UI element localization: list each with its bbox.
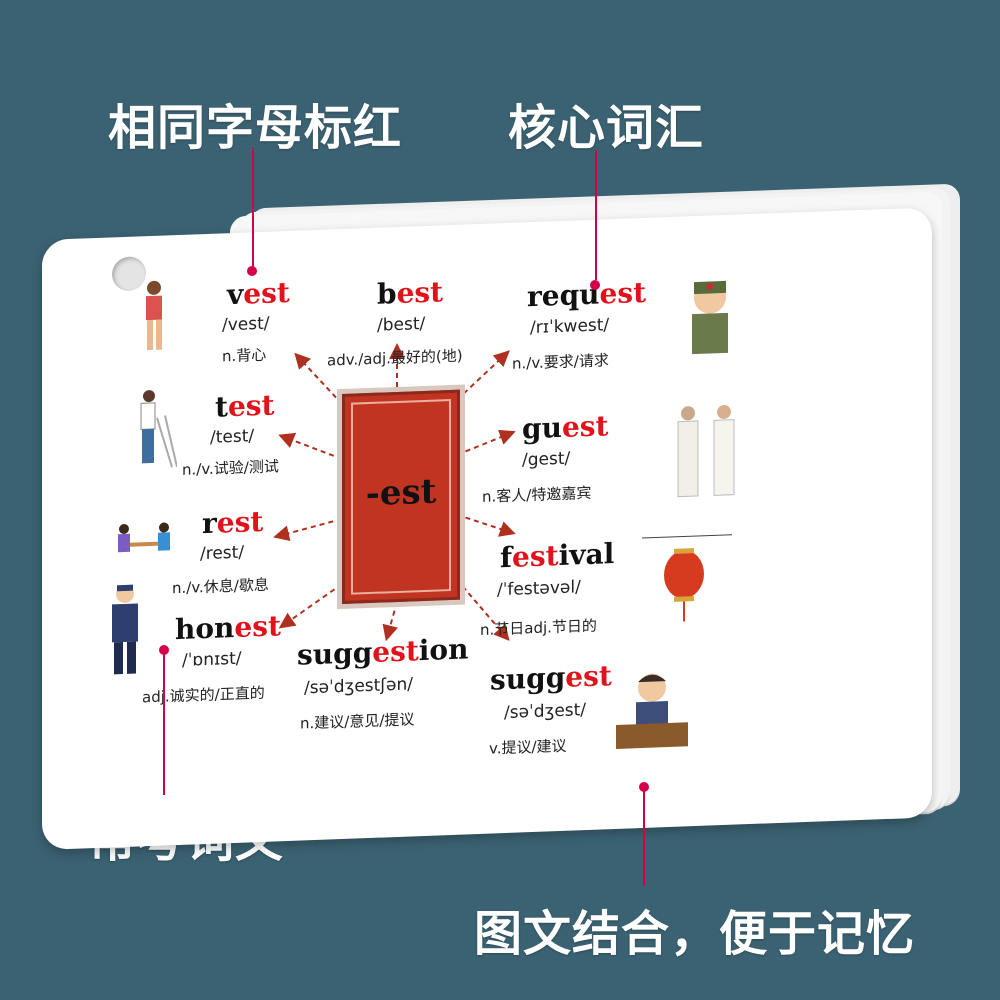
arrows	[273, 342, 516, 642]
ipa-best: /best/	[377, 313, 426, 336]
ipa-vest: /vest/	[222, 313, 270, 336]
word-vest: vest	[227, 275, 290, 312]
word-rest: rest	[202, 504, 264, 541]
ipa-test: /test/	[210, 426, 255, 448]
callout-pictures: 图文结合，便于记忆	[474, 906, 916, 962]
word-suggest: suggest	[490, 659, 612, 697]
meaning-vest: n.背心	[222, 345, 267, 366]
flash-card: -est vest /vest/ n.背心 best /best/ adv./a…	[42, 207, 932, 851]
word-best: best	[377, 275, 444, 311]
callout-core-words: 核心词汇	[508, 100, 705, 156]
callout-line-red-letters	[252, 148, 254, 270]
callout-line-pictures	[643, 788, 645, 886]
meaning-test: n./v.试验/测试	[182, 457, 279, 479]
callout-dot-red-letters	[247, 266, 257, 276]
callout-line-core-words	[595, 150, 597, 280]
guest-couple-illustration	[677, 404, 735, 498]
meaning-request: n./v.要求/请求	[512, 351, 609, 373]
festival-lantern-illustration	[642, 534, 732, 622]
meaning-suggestion: n.建议/意见/提议	[300, 710, 415, 733]
meaning-festival: n.节日adj.节日的	[480, 616, 597, 639]
ipa-guest: /gest/	[522, 448, 571, 471]
callout-dot-pictures	[639, 782, 649, 792]
meaning-suggest: v.提议/建议	[489, 736, 567, 758]
test-person-ladder-illustration	[140, 390, 177, 468]
request-soldier-illustration	[692, 280, 728, 355]
word-suggestion: suggestion	[297, 632, 469, 672]
word-request: request	[527, 275, 647, 314]
meaning-rest: n./v.休息/歇息	[172, 575, 269, 598]
rest-people-illustration	[118, 522, 170, 553]
callout-red-letters: 相同字母标红	[108, 100, 403, 156]
word-test: test	[215, 388, 275, 424]
meaning-honest: adj.诚实的/正直的	[142, 683, 265, 707]
honest-policeman-illustration	[112, 584, 138, 675]
suggest-speaker-illustration	[616, 673, 688, 749]
word-honest: honest	[175, 609, 281, 647]
callout-line-common-meanings	[163, 650, 165, 795]
meaning-guest: n.客人/特邀嘉宾	[482, 483, 592, 506]
ipa-festival: /ˈfestəvəl/	[497, 577, 581, 601]
word-guest: guest	[522, 409, 609, 446]
center-card: -est	[342, 389, 460, 604]
word-festival: festival	[500, 537, 615, 575]
ipa-suggestion: /səˈdʒestʃən/	[304, 674, 413, 699]
ipa-rest: /rest/	[200, 542, 245, 565]
vest-person-illustration	[146, 280, 162, 351]
center-label: -est	[365, 471, 437, 515]
ipa-honest: /ˈɒnɪst/	[182, 648, 242, 671]
ipa-suggest: /səˈdʒest/	[504, 700, 587, 724]
callout-dot-core-words	[590, 280, 600, 290]
ipa-request: /rɪˈkwest/	[530, 315, 610, 339]
